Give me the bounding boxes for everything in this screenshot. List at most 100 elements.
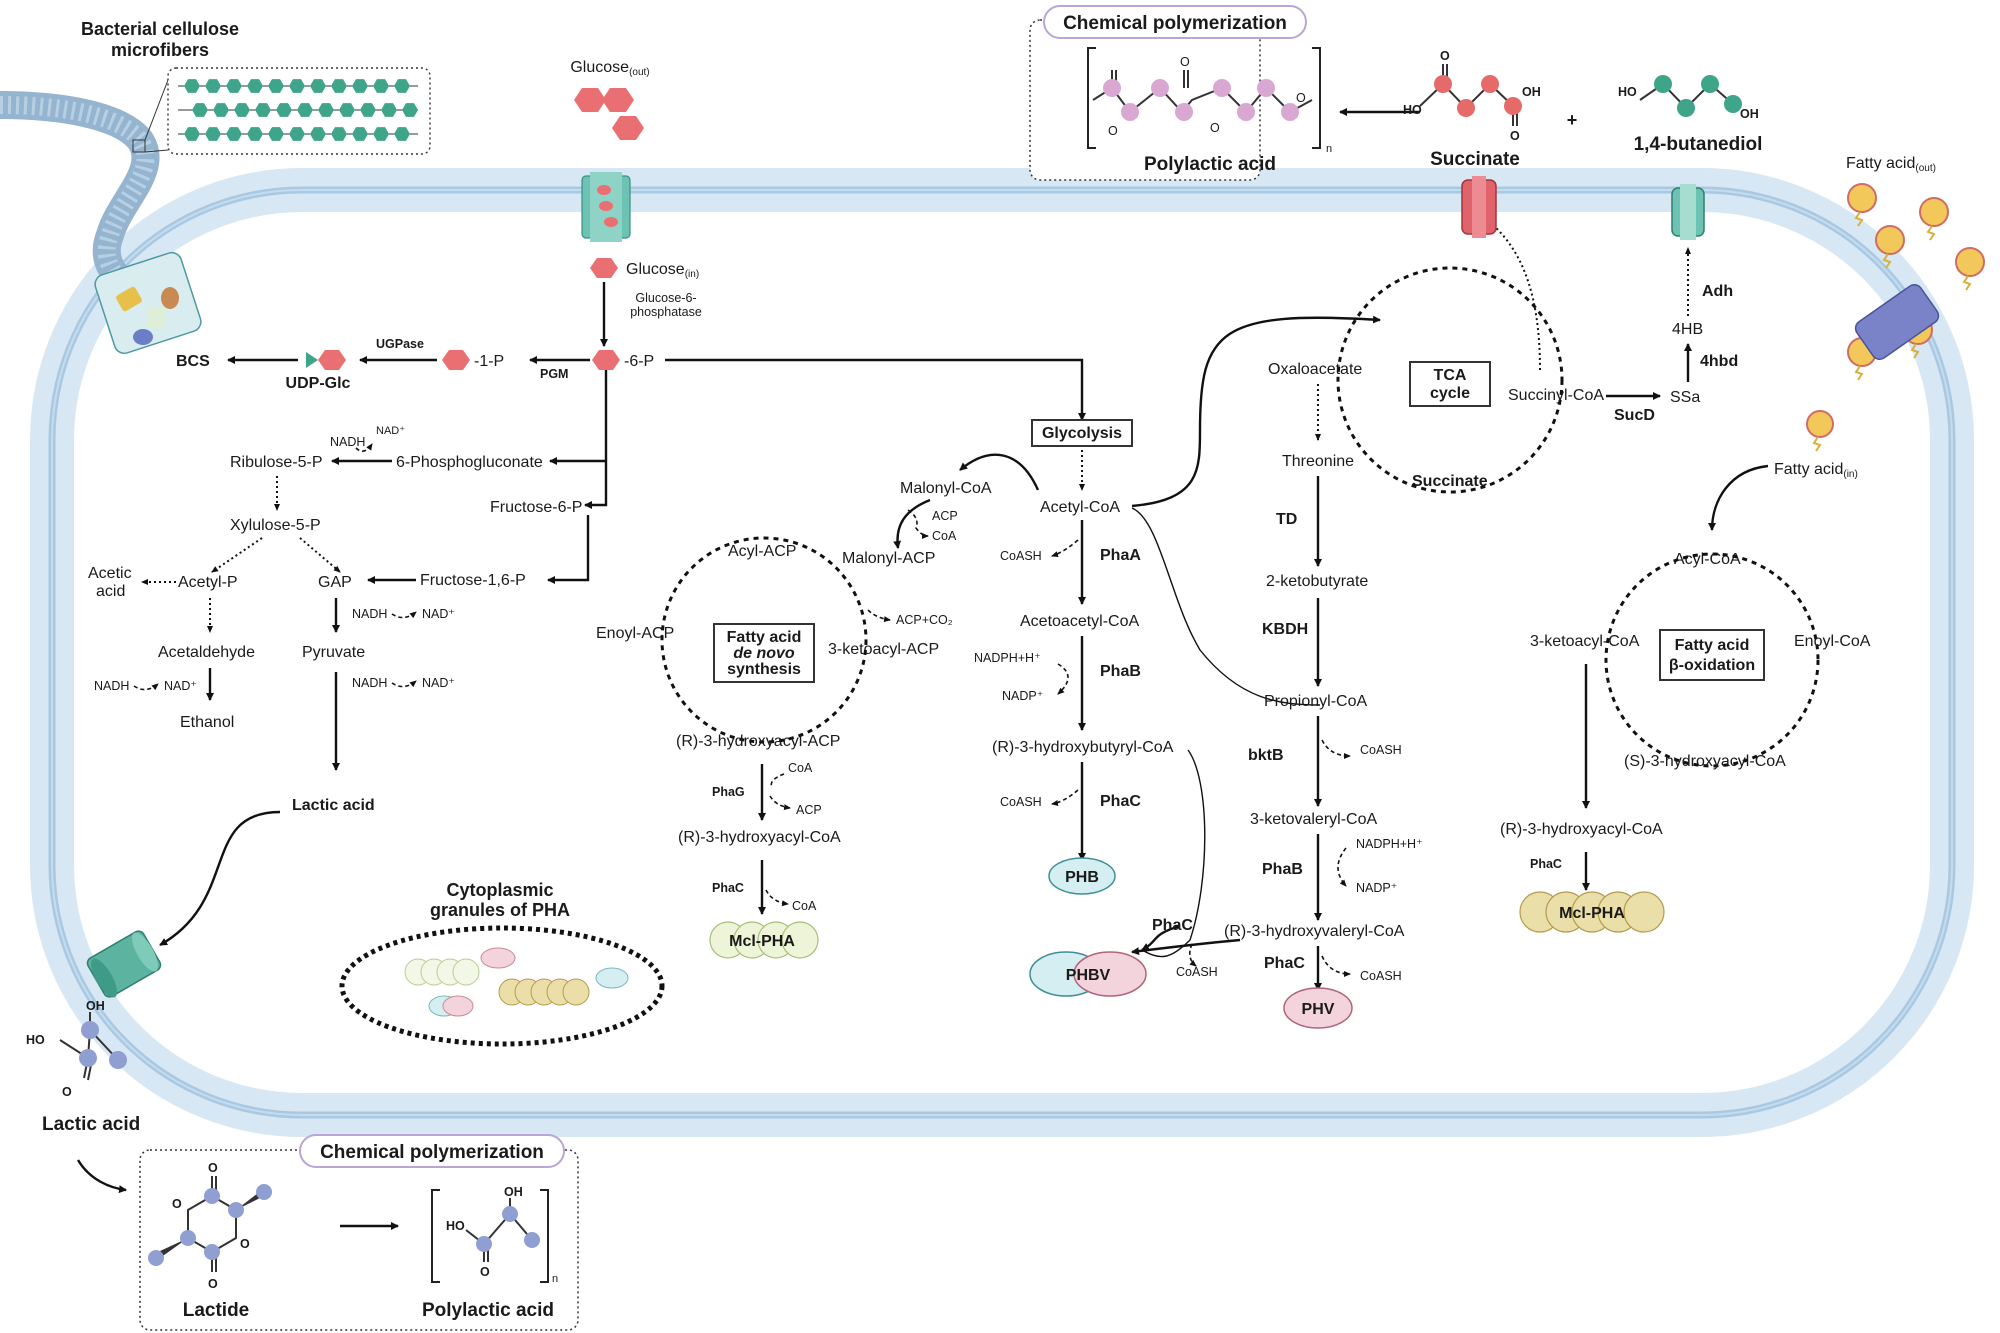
r3-acp-label: (R)-3-hydroxyacyl-ACP (676, 733, 840, 750)
cellulose-hexagon (331, 127, 347, 141)
pyr-nadh: NADH (352, 676, 387, 690)
cellulose-hexagon (373, 127, 389, 141)
lactide-label: Lactide (183, 1300, 250, 1321)
fas-phac-coa-arrow (765, 889, 789, 907)
granules-title-1: Cytoplasmic (446, 880, 553, 900)
enoyl-coa-label: Enoyl-CoA (1794, 633, 1871, 650)
lactic-acid-label: Lactic acid (292, 797, 375, 814)
cellulose-hexagon (310, 127, 326, 141)
cellulose-hexagon (289, 127, 305, 141)
g6pase-label-2: phosphatase (630, 305, 702, 319)
cellulose-title-2: microfibers (111, 40, 209, 60)
r3-hb-label: (R)-3-hydroxybutyryl-CoA (992, 739, 1174, 756)
beta-phac-label: PhaC (1530, 857, 1562, 871)
fas-phag-acp-arrow (769, 795, 791, 811)
pla-bottom-n: n (552, 1273, 558, 1285)
cellulose-hexagon (394, 127, 410, 141)
fa-in-label: Fatty acid(in) (1774, 461, 1858, 480)
arrow-xylulose-acetylp (211, 537, 263, 573)
arrow-tca-succinate-export (1475, 211, 1541, 371)
acetic-acid-label-2: acid (96, 583, 125, 600)
lactic-acid-out-label: Lactic acid (42, 1114, 140, 1135)
phv-nadp-arrow (1337, 847, 1347, 887)
ssa-label: SSa (1670, 389, 1700, 406)
arrow-xylulose-gap (299, 537, 341, 573)
cellulose-hexagon (226, 79, 242, 93)
succinate-channel (1461, 176, 1497, 238)
mcl-pha-left-label: Mcl-PHA (729, 933, 795, 950)
cellulose-hexagon (184, 79, 200, 93)
fas-cycle (660, 536, 868, 744)
tca-label-2: cycle (1430, 385, 1470, 402)
cellulose-hexagon (276, 103, 292, 117)
lactide-o3: O (240, 1237, 250, 1251)
arrow-acetyl-tca (1131, 315, 1381, 508)
arrow-lactic-export (159, 810, 281, 947)
gap-label: GAP (318, 574, 352, 591)
bktb-label: bktB (1248, 747, 1284, 764)
phv-label: PHV (1302, 1001, 1335, 1018)
ugpase-label: UGPase (376, 337, 424, 351)
arrow-f6p-f16p (547, 515, 590, 584)
fas-co2-arrow (867, 609, 891, 623)
lactide-o1: O (208, 1161, 218, 1175)
phab-nadp: NADP⁺ (1002, 689, 1043, 703)
bcs-complex (94, 251, 202, 355)
pla-top-n: n (1326, 143, 1332, 155)
cellulose-hexagon (289, 79, 305, 93)
tca-label-1: TCA (1434, 367, 1467, 384)
fas-label-2: de novo (733, 645, 795, 662)
xylulose-label: Xylulose-5-P (230, 517, 321, 534)
lactide-structure (148, 1176, 272, 1272)
acetylp-label: Acetyl-P (178, 574, 238, 591)
pgm-label: PGM (540, 367, 568, 381)
cellulose-hexagon (247, 127, 263, 141)
fas-label-3: synthesis (727, 661, 801, 678)
phv-nadph: NADPH+H⁺ (1356, 837, 1423, 851)
fatty-acid-in-icon (1806, 410, 1834, 452)
threonine-label: Threonine (1282, 453, 1354, 470)
pha-granules-ellipse (339, 925, 665, 1047)
pla-bottom-label: Polylactic acid (422, 1300, 554, 1321)
phbv-granule (1029, 951, 1147, 997)
phac-phbv-label: PhaC (1152, 917, 1193, 934)
ribulose-label: Ribulose-5-P (230, 454, 322, 471)
phv-coash: CoASH (1360, 969, 1402, 983)
4hb-label: 4HB (1672, 321, 1703, 338)
pla-top-o1: O (1108, 124, 1118, 138)
tca-succinate-label: Succinate (1412, 473, 1488, 490)
pyruvate-label: Pyruvate (302, 644, 365, 661)
phb-label: PHB (1065, 869, 1099, 886)
g6p-icon (592, 350, 620, 370)
mcl-pha-granule-left (709, 921, 819, 959)
mcl-pha-granule-right (1519, 891, 1665, 933)
fatty-acid-tail (1926, 225, 1936, 241)
fas-coa-label: CoA (932, 529, 957, 543)
phac-coash-arrow (1051, 789, 1079, 806)
beta-label-2: β-oxidation (1669, 657, 1755, 674)
cellulose-fiber (0, 79, 169, 295)
acetaldehyde-label: Acetaldehyde (158, 644, 255, 661)
eth-nadh: NADH (94, 679, 129, 693)
enoyl-acp-label: Enoyl-ACP (596, 625, 674, 642)
cellulose-hexagon (339, 103, 355, 117)
arrow-phbv-in (1141, 924, 1181, 952)
pha-granule-icons (404, 947, 629, 1017)
pla-top-o3: O (1210, 121, 1220, 135)
cellulose-hexagon (352, 127, 368, 141)
phaa-label: PhaA (1100, 547, 1141, 564)
phosphogluconate-label: 6-Phosphogluconate (396, 454, 543, 471)
phag-coa: CoA (788, 761, 813, 775)
succ-ho: HO (1403, 103, 1422, 117)
fatty-acid-icon (1955, 247, 1985, 277)
phb-granule (1048, 857, 1116, 895)
phab-nadph: NADPH+H⁺ (974, 651, 1041, 665)
lactic-transporter (86, 930, 162, 998)
lactic-acid-structure (59, 1012, 127, 1081)
g6p-label: -6-P (624, 353, 654, 370)
succ-oh: OH (1522, 85, 1541, 99)
beta-label-1: Fatty acid (1675, 637, 1750, 654)
fas-label-1: Fatty acid (727, 629, 802, 646)
